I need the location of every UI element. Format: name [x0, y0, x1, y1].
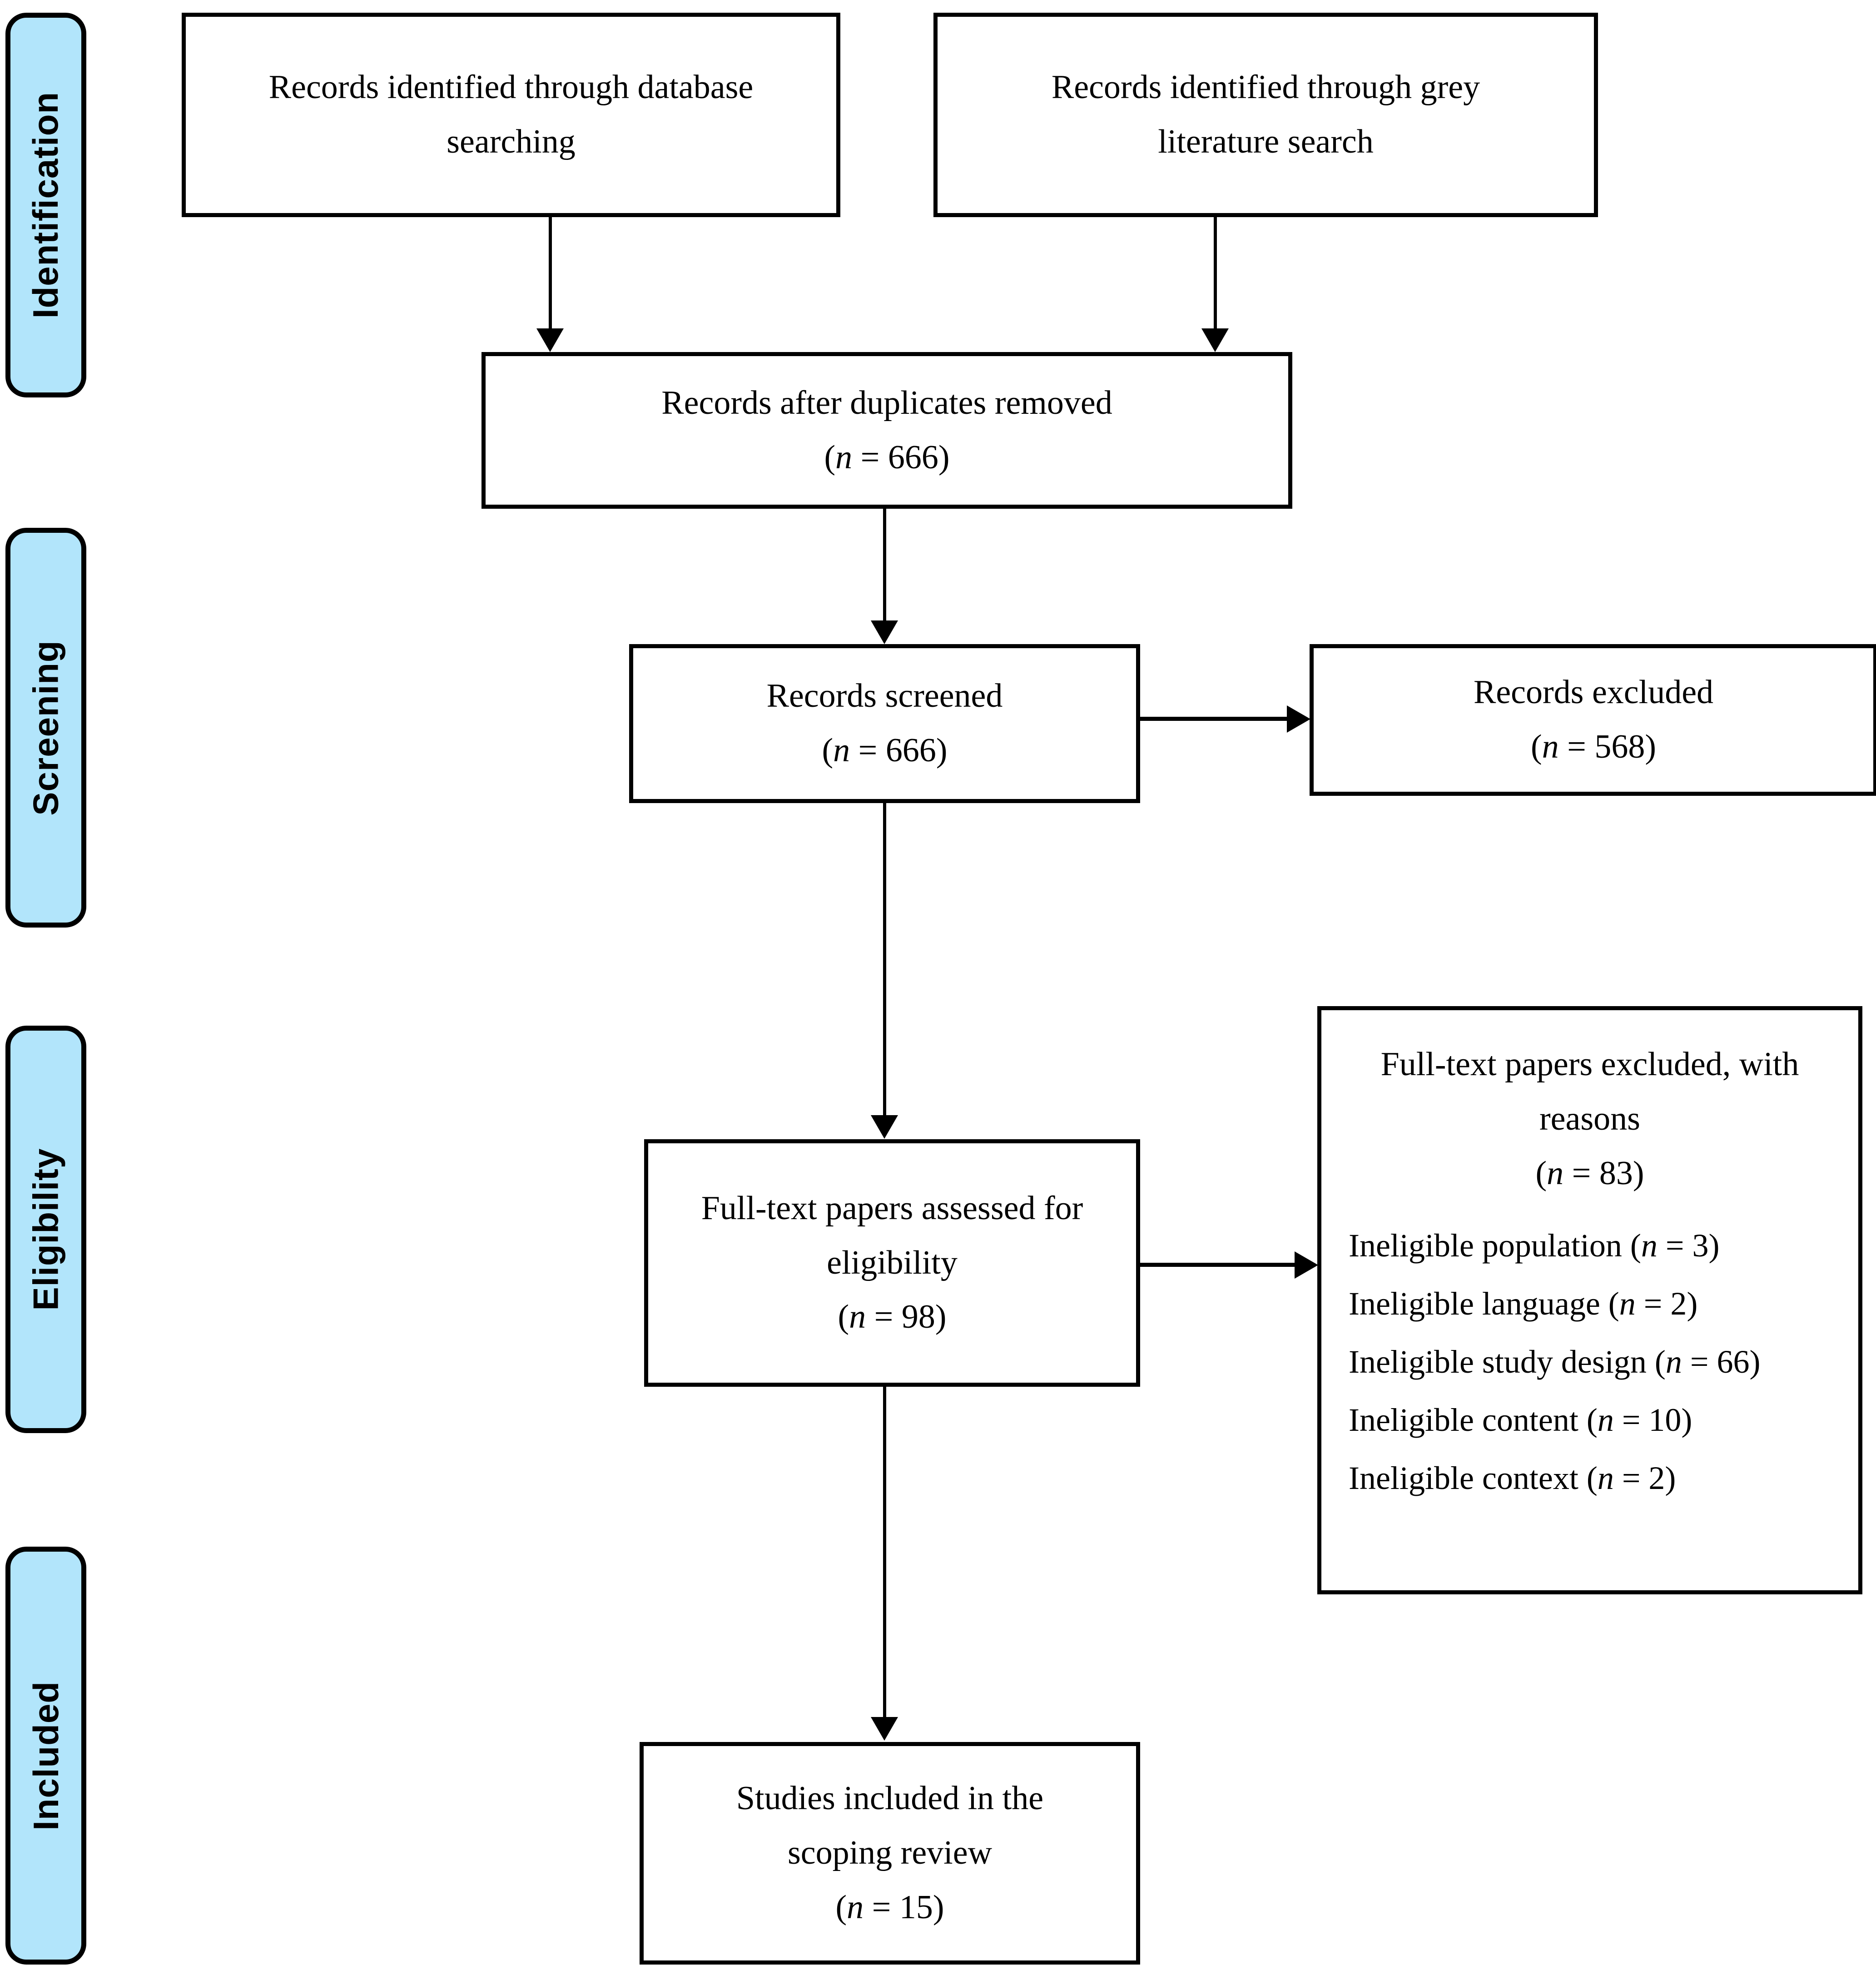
- reason-label: Ineligible language (: [1349, 1285, 1619, 1322]
- n-symbol: n: [1619, 1285, 1636, 1322]
- box-excluded-line-1: Records excluded: [1473, 674, 1714, 711]
- reason-value: = 2): [1613, 1459, 1676, 1496]
- box-grey-literature-line-1: Records identified through grey: [1051, 69, 1480, 106]
- n-symbol: n: [833, 732, 850, 769]
- box-fulltext-excluded-line-1: Full-text papers excluded, with: [1380, 1046, 1799, 1083]
- box-excluded-count: (n = 568): [1531, 720, 1656, 774]
- paren-open: (: [835, 1888, 847, 1926]
- stage-bar-screening: Screening: [5, 528, 86, 928]
- paren-open: (: [824, 438, 836, 476]
- reason-ineligible-study-design: Ineligible study design (n = 66): [1321, 1345, 1858, 1378]
- reason-ineligible-language: Ineligible language (n = 2): [1321, 1287, 1858, 1320]
- box-database-line-1: Records identified through database: [268, 69, 754, 106]
- n-symbol: n: [1665, 1343, 1682, 1380]
- arrowhead-grey-to-dedup: [1201, 328, 1229, 352]
- paren-open: (: [838, 1298, 849, 1336]
- reason-label: Ineligible content (: [1349, 1401, 1598, 1438]
- count-value: = 568): [1558, 728, 1657, 765]
- stage-label-eligibility: Eligibility: [25, 1148, 66, 1311]
- stage-label-screening: Screening: [25, 640, 66, 816]
- box-fulltext-excluded-line-2: reasons: [1539, 1100, 1640, 1137]
- n-symbol: n: [1542, 728, 1559, 765]
- reason-gap: [1321, 1320, 1858, 1345]
- connector-screened-to-fulltext: [883, 803, 886, 1116]
- arrowhead-screened-to-fulltext: [871, 1115, 898, 1139]
- box-studies-included-line-2: scoping review: [787, 1834, 993, 1872]
- count-value: = 666): [852, 438, 950, 476]
- connector-screened-to-excluded: [1140, 717, 1290, 721]
- box-dedup-line-1: Records after duplicates removed: [661, 384, 1112, 422]
- n-symbol: n: [835, 438, 853, 476]
- paren-open: (: [1530, 728, 1542, 765]
- reason-value: = 2): [1635, 1285, 1698, 1322]
- n-symbol: n: [1597, 1459, 1614, 1496]
- reason-label: Ineligible context (: [1349, 1459, 1598, 1496]
- connector-fulltext-to-excluded-reasons: [1140, 1263, 1298, 1267]
- stage-bar-eligibility: Eligibility: [5, 1026, 86, 1433]
- stage-bar-identification: Identification: [5, 13, 86, 397]
- box-studies-included: Studies included in the scoping review (…: [640, 1742, 1140, 1965]
- n-symbol: n: [1641, 1227, 1658, 1264]
- n-symbol: n: [847, 1888, 864, 1926]
- paren-open: (: [822, 732, 834, 769]
- stage-bar-included: Included: [5, 1547, 86, 1965]
- arrowhead-database-to-dedup: [536, 328, 564, 352]
- reason-label: Ineligible study design (: [1349, 1343, 1666, 1380]
- box-fulltext-excluded-with-reasons: Full-text papers excluded, with reasons …: [1317, 1006, 1862, 1594]
- count-value: = 98): [866, 1298, 947, 1336]
- stage-label-included: Included: [25, 1681, 66, 1831]
- paren-open: (: [1535, 1154, 1547, 1192]
- box-records-excluded: Records excluded (n = 568): [1310, 644, 1876, 796]
- reason-ineligible-context: Ineligible context (n = 2): [1321, 1462, 1858, 1494]
- reason-value: = 10): [1613, 1401, 1692, 1438]
- reason-label: Ineligible population (: [1349, 1227, 1641, 1264]
- box-records-identified-database: Records identified through database sear…: [182, 13, 840, 217]
- arrowhead-fulltext-to-included: [871, 1717, 898, 1741]
- box-records-screened: Records screened (n = 666): [629, 644, 1140, 803]
- box-fulltext-excluded-count: (n = 83): [1321, 1146, 1858, 1201]
- connector-grey-to-dedup: [1214, 217, 1217, 331]
- box-grey-literature-line-2: literature search: [1158, 123, 1374, 160]
- count-value: = 666): [850, 732, 948, 769]
- reason-ineligible-content: Ineligible content (n = 10): [1321, 1404, 1858, 1436]
- reason-gap: [1321, 1262, 1858, 1287]
- box-dedup-count: (n = 666): [824, 431, 949, 485]
- box-fulltext-assessed-line-2: eligibility: [827, 1244, 958, 1281]
- connector-dedup-to-screened: [883, 509, 886, 622]
- connector-database-to-dedup: [549, 217, 552, 331]
- arrowhead-dedup-to-screened: [871, 620, 898, 644]
- box-studies-included-line-1: Studies included in the: [736, 1780, 1044, 1817]
- count-value: = 15): [864, 1888, 944, 1926]
- reason-gap: [1321, 1436, 1858, 1462]
- box-database-line-2: searching: [447, 123, 576, 160]
- box-studies-included-count: (n = 15): [835, 1881, 944, 1935]
- box-screened-count: (n = 666): [822, 724, 947, 778]
- reason-ineligible-population: Ineligible population (n = 3): [1321, 1229, 1858, 1262]
- n-symbol: n: [1547, 1154, 1564, 1192]
- box-fulltext-excluded-header: Full-text papers excluded, with reasons …: [1321, 1037, 1858, 1201]
- box-fulltext-assessed-line-1: Full-text papers assessed for: [701, 1189, 1083, 1227]
- reasons-spacer: [1321, 1201, 1858, 1229]
- reason-value: = 3): [1657, 1227, 1720, 1264]
- n-symbol: n: [849, 1298, 866, 1336]
- reason-gap: [1321, 1378, 1858, 1404]
- n-symbol: n: [1597, 1401, 1614, 1438]
- box-fulltext-assessed-count: (n = 98): [838, 1290, 946, 1345]
- box-fulltext-assessed-for-eligibility: Full-text papers assessed for eligibilit…: [644, 1139, 1140, 1387]
- stage-label-identification: Identification: [25, 91, 66, 319]
- arrowhead-fulltext-to-excluded-reasons: [1295, 1251, 1318, 1279]
- arrowhead-screened-to-excluded: [1287, 705, 1310, 733]
- box-records-identified-grey-literature: Records identified through grey literatu…: [933, 13, 1598, 217]
- box-screened-line-1: Records screened: [766, 677, 1003, 715]
- connector-fulltext-to-included: [883, 1387, 886, 1718]
- box-records-after-duplicates-removed: Records after duplicates removed (n = 66…: [481, 352, 1292, 509]
- reason-value: = 66): [1682, 1343, 1761, 1380]
- count-value: = 83): [1563, 1154, 1644, 1192]
